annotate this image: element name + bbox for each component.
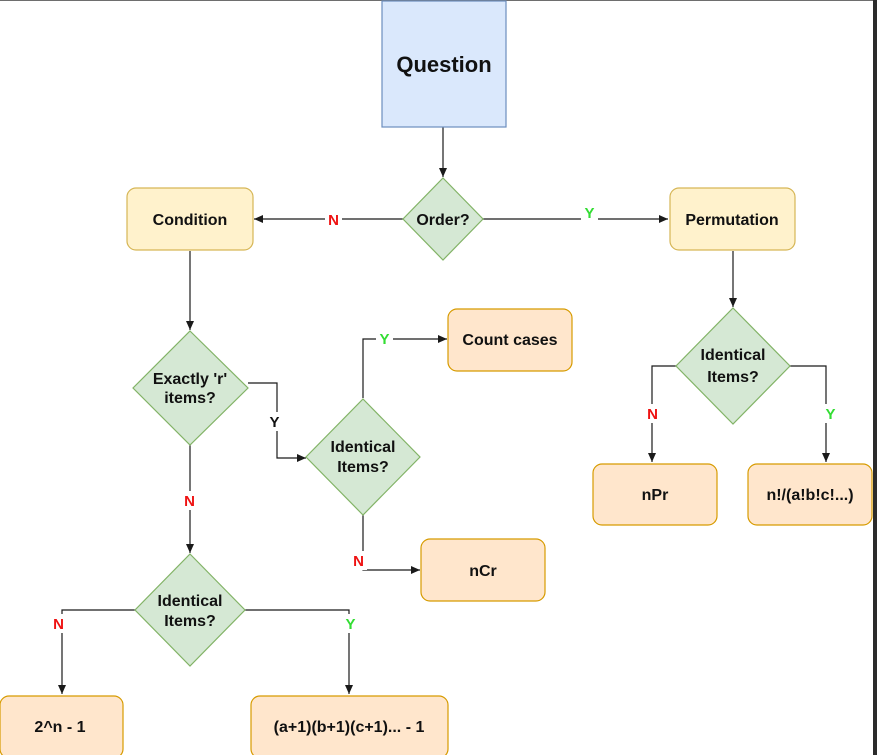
product-minus-one-label: (a+1)(b+1)(c+1)... - 1	[274, 719, 425, 736]
order-yes-label: Y	[584, 205, 594, 222]
identical-mid-line-1: Identical	[331, 439, 396, 456]
multinomial-node: n!/(a!b!c!...)	[747, 463, 873, 526]
identical-right-line-2: Items?	[707, 369, 759, 386]
permutation-label: Permutation	[685, 212, 778, 229]
ncr-node: nCr	[420, 538, 546, 602]
identical-mid-no-label: N	[353, 553, 364, 570]
identical-right-yes-label: Y	[825, 406, 835, 423]
identical-bottom-line-2: Items?	[164, 613, 216, 630]
connectors	[58, 127, 830, 694]
edge-identical-mid-to-count-cases	[362, 335, 447, 398]
order-label: Order?	[416, 212, 469, 229]
exactly-r-line-2: items?	[164, 390, 216, 407]
identical-mid-line-2: Items?	[337, 459, 389, 476]
identical-bottom-yes-label: Y	[345, 616, 355, 633]
count-cases-label: Count cases	[462, 332, 557, 349]
edge-identical-bottom-to-product	[245, 609, 353, 694]
exactly-r-line-1: Exactly 'r'	[153, 371, 227, 388]
exactly-r-node: Exactly 'r' items?	[132, 330, 249, 446]
edge-identical-right-to-npr	[648, 365, 678, 462]
order-no-label: N	[328, 212, 339, 229]
identical-right-node: Identical Items?	[675, 307, 791, 425]
window-right-border	[873, 0, 877, 755]
npr-node: nPr	[592, 463, 718, 526]
edge-identical-right-to-multinomial	[790, 365, 830, 462]
count-cases-node: Count cases	[447, 308, 573, 372]
ncr-label: nCr	[469, 563, 497, 580]
condition-label: Condition	[153, 212, 228, 229]
permutation-node: Permutation	[669, 187, 796, 251]
exactly-yes-label: Y	[269, 414, 279, 431]
identical-bottom-line-1: Identical	[158, 593, 223, 610]
npr-label: nPr	[642, 487, 669, 504]
multinomial-label: n!/(a!b!c!...)	[766, 487, 853, 504]
identical-mid-yes-label: Y	[379, 331, 389, 348]
power-minus-one-node: 2^n - 1	[0, 695, 124, 755]
order-node: Order?	[402, 177, 484, 261]
edge-labels: N Y Y Y N N N Y N Y	[50, 203, 839, 633]
exactly-no-label: N	[184, 493, 195, 510]
edge-identical-bottom-to-power	[58, 609, 136, 694]
identical-mid-node: Identical Items?	[305, 398, 421, 516]
question-node: Question	[381, 0, 507, 128]
edge-identical-mid-to-ncr	[362, 515, 420, 574]
identical-right-no-label: N	[647, 406, 658, 423]
power-minus-one-label: 2^n - 1	[34, 719, 85, 736]
question-label: Question	[396, 52, 491, 77]
identical-bottom-node: Identical Items?	[134, 553, 246, 667]
condition-node: Condition	[126, 187, 254, 251]
identical-bottom-no-label: N	[53, 616, 64, 633]
identical-right-line-1: Identical	[701, 347, 766, 364]
product-minus-one-node: (a+1)(b+1)(c+1)... - 1	[250, 695, 449, 755]
